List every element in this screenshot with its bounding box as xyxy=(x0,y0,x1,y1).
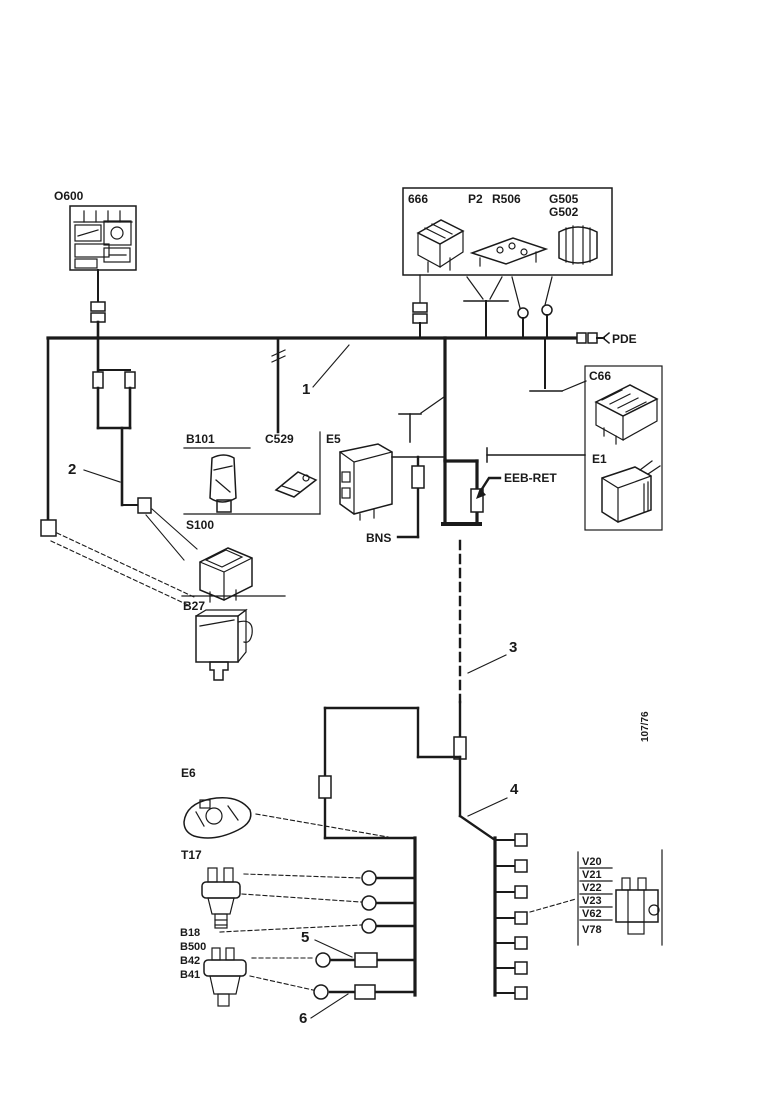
left-branch: 2 xyxy=(40,336,198,606)
inline-connector-icon xyxy=(587,332,598,344)
v20-label: V20 xyxy=(582,856,602,868)
c529-label: C529 xyxy=(265,432,294,446)
b41-sensor-sketch xyxy=(203,947,247,1007)
callout-4: 4 xyxy=(510,781,519,798)
e1-ecu-sketch xyxy=(601,460,661,523)
ring-terminal-icon xyxy=(361,870,377,886)
callout-2: 2 xyxy=(68,461,76,478)
b101-label: B101 xyxy=(186,432,215,446)
open-connector-icon xyxy=(137,497,152,514)
inline-connector-icon xyxy=(576,332,587,344)
b42-label: B42 xyxy=(180,955,200,967)
dashed-drop: 3 xyxy=(458,539,517,704)
v78-label: V78 xyxy=(582,924,602,936)
terminal-icon xyxy=(514,885,528,899)
terminal-icon xyxy=(514,986,528,1000)
terminal-icon xyxy=(514,859,528,873)
ring-terminal-icon xyxy=(315,952,331,968)
connector-icon xyxy=(411,465,425,489)
fuse-icon xyxy=(124,371,136,389)
e1-label: E1 xyxy=(592,452,607,466)
ring-terminal-icon xyxy=(541,304,553,316)
ladder-left-stubs xyxy=(313,870,417,1000)
ring-terminal-icon xyxy=(361,918,377,934)
callout-3: 3 xyxy=(509,639,517,656)
connector-icon xyxy=(318,775,332,799)
v21-label: V21 xyxy=(582,869,602,881)
part-r506-label: R506 xyxy=(492,192,521,206)
terminal-icon xyxy=(514,961,528,975)
e6-pump-sketch xyxy=(183,797,252,839)
pde-label: PDE xyxy=(612,332,637,346)
parts-box-leaders xyxy=(412,274,553,339)
board-sketch xyxy=(469,237,549,267)
b27-canister-sketch xyxy=(195,608,253,681)
b500-label: B500 xyxy=(180,941,206,953)
main-bus: PDE xyxy=(46,331,637,346)
callout-5: 5 xyxy=(301,929,309,946)
e6-label: E6 xyxy=(181,766,196,780)
arrowhead-icon xyxy=(476,488,486,499)
e5-label: E5 xyxy=(326,432,341,446)
relay-sketch xyxy=(416,219,465,273)
v22-label: V22 xyxy=(582,882,602,894)
bottom-left-components: E6 T17 B18 B500 B42 B41 xyxy=(180,766,389,1007)
s100-label: S100 xyxy=(186,518,214,532)
bns-eeb-structure: BNS EEB-RET xyxy=(366,455,557,545)
eeb-ret-arrow xyxy=(478,476,502,494)
s100-switch-sketch xyxy=(199,547,253,603)
terminal-icon xyxy=(514,833,528,847)
part-g505-label: G505 xyxy=(549,192,579,206)
b18-label: B18 xyxy=(180,927,200,939)
callout-1: 1 xyxy=(302,381,310,398)
part-g502-label: G502 xyxy=(549,205,579,219)
ring-terminal-icon xyxy=(361,895,377,911)
terminal-icon xyxy=(514,911,528,925)
bottom-ladder: 5 6 xyxy=(299,833,528,1027)
o600-connector-icon xyxy=(90,312,106,323)
o600-panel-sketch xyxy=(69,205,137,271)
o600-connector-icon xyxy=(90,301,106,312)
c66-fusebox-sketch xyxy=(594,384,659,445)
part-666-label: 666 xyxy=(408,192,428,206)
ring-terminal-icon xyxy=(517,307,529,319)
round-connector-sketch xyxy=(558,225,598,265)
sheet-number-note: 107/76 xyxy=(640,711,651,742)
fuse-icon xyxy=(92,371,104,389)
inline-connector-icon xyxy=(354,952,378,968)
b41-label: B41 xyxy=(180,969,200,981)
valve-sketch xyxy=(615,877,660,935)
component-box-c66-e1: C66 E1 xyxy=(584,365,663,531)
open-connector-icon xyxy=(40,519,57,537)
o600-label: O600 xyxy=(54,189,84,203)
v-list-block: V20 V21 V22 V23 V62 V78 xyxy=(529,849,663,946)
inline-connector-icon xyxy=(354,984,376,1000)
component-group-middle: B101 C529 E5 S100 xyxy=(181,431,393,681)
b101-sensor-sketch xyxy=(209,454,237,513)
v23-label: V23 xyxy=(582,895,602,907)
e5-ecu-sketch xyxy=(339,443,393,521)
mid-drops: 1 xyxy=(271,336,587,463)
t17-label: T17 xyxy=(181,848,202,862)
c66-label: C66 xyxy=(589,369,611,383)
mid-lower-wiring: 4 xyxy=(318,700,519,842)
c529-connector-sketch xyxy=(274,471,318,498)
connector-icon xyxy=(453,736,467,760)
b27-label: B27 xyxy=(183,599,205,613)
v62-label: V62 xyxy=(582,908,602,920)
callout-6: 6 xyxy=(299,1010,307,1027)
bns-label: BNS xyxy=(366,531,391,545)
ladder-right-stubs xyxy=(494,833,528,1000)
t17-sensor-sketch xyxy=(201,867,241,929)
ring-terminal-icon xyxy=(313,984,329,1000)
parts-box-top-right: 666 P2 R506 G505 G502 xyxy=(402,187,613,339)
eeb-ret-label: EEB-RET xyxy=(504,471,557,485)
arrow-left-icon xyxy=(601,331,611,345)
terminal-icon xyxy=(514,936,528,950)
parts-box-border xyxy=(402,187,613,276)
part-p2-label: P2 xyxy=(468,192,483,206)
component-o600: O600 xyxy=(54,189,137,340)
